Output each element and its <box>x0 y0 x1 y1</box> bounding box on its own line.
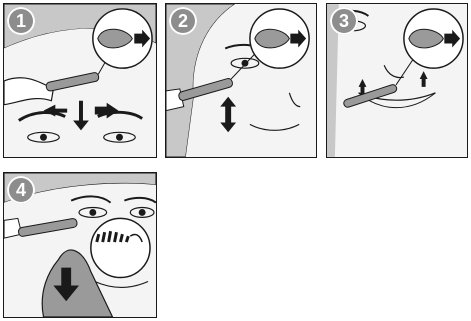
step-1-panel: 1 <box>3 3 157 158</box>
step-2-panel: 2 <box>165 3 317 158</box>
left-pupil <box>89 209 96 216</box>
left-pupil <box>40 134 47 141</box>
zoom-circle <box>91 218 150 277</box>
step-3-panel: 3 <box>326 3 468 158</box>
step-number-badge: 1 <box>7 7 35 35</box>
right-pupil <box>116 134 123 141</box>
right-pupil <box>139 209 146 216</box>
step-4-panel: 4 <box>3 172 157 318</box>
step-number-badge: 3 <box>330 7 358 35</box>
step-number-badge: 2 <box>169 7 197 35</box>
step-number-badge: 4 <box>7 176 35 204</box>
pupil <box>241 60 248 67</box>
